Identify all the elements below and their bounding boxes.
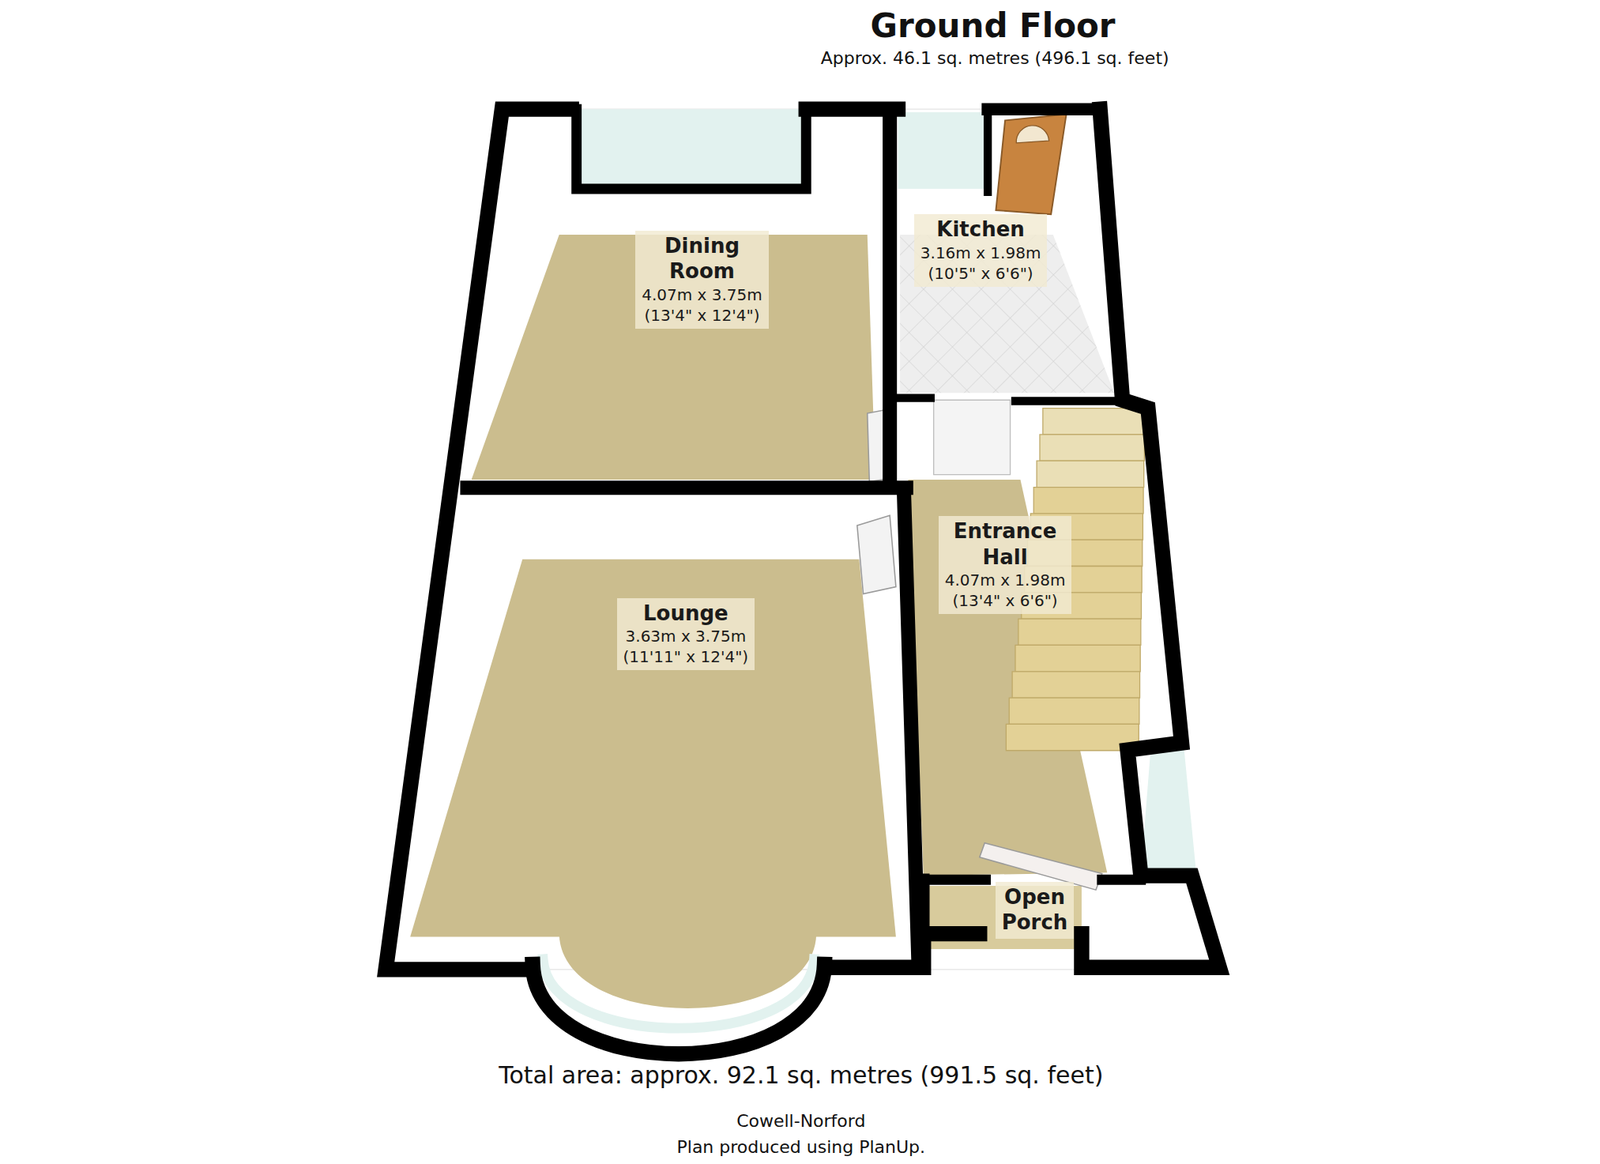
wall	[917, 879, 930, 968]
kitchen-floor	[899, 234, 1115, 393]
stair-step	[1036, 460, 1145, 487]
room-label: Dining Room4.07m x 3.75m(13'4" x 12'4")	[635, 230, 769, 329]
note-label: Cowell-Norford	[736, 1110, 866, 1131]
room-dimension: 4.07m x 1.98m	[944, 569, 1066, 591]
room-label: Lounge3.63m x 3.75m(11'11" x 12'4")	[617, 598, 756, 671]
room-label: Kitchen3.16m x 1.98m(10'5" x 6'6")	[914, 214, 1048, 287]
window	[897, 112, 988, 189]
note-label: Plan produced using PlanUp.	[677, 1136, 927, 1157]
stair-step	[1033, 487, 1144, 514]
wall	[576, 109, 807, 189]
wall	[897, 393, 930, 402]
wall	[923, 874, 987, 885]
door-panel	[933, 399, 1011, 475]
room-name: Kitchen	[920, 216, 1042, 243]
wall	[987, 102, 1100, 115]
wall	[903, 496, 919, 960]
room-dimension: 3.16m x 1.98m	[920, 242, 1042, 264]
stair-step	[1039, 434, 1145, 461]
stair-step	[1012, 671, 1140, 698]
wall	[1102, 874, 1141, 885]
wall	[1081, 109, 1220, 968]
back-door	[995, 114, 1066, 215]
note-label: Approx. 46.1 sq. metres (496.1 sq. feet)	[820, 48, 1170, 68]
stair-step	[1018, 618, 1141, 645]
wall	[824, 933, 979, 968]
stair-step	[1005, 723, 1139, 750]
window	[576, 109, 807, 189]
wall	[983, 109, 992, 192]
room-dimension: 3.63m x 3.75m	[623, 625, 750, 647]
room-name: Dining Room	[664, 233, 740, 285]
stair-step	[1008, 697, 1140, 724]
room-name: Lounge	[623, 600, 750, 627]
radiator	[857, 515, 896, 594]
interior	[385, 109, 1220, 970]
stair-step	[1042, 408, 1145, 435]
room-name: Entrance Hall	[953, 518, 1058, 570]
room-label: Open Porch	[995, 881, 1075, 939]
total-area: Total area: approx. 92.1 sq. metres (991…	[498, 1061, 1104, 1089]
room-dimension: 4.07m x 3.75m	[641, 284, 763, 305]
wall	[466, 480, 906, 495]
window	[1140, 745, 1197, 874]
room-dimension: (13'4" x 12'4")	[641, 304, 763, 326]
bay-window	[542, 959, 815, 1028]
bay-floor	[559, 934, 817, 1009]
room-label: Entrance Hall4.07m x 1.98m(13'4" x 6'6")	[938, 515, 1073, 614]
lounge-floor	[410, 559, 896, 938]
plan-title: Ground Floor	[870, 6, 1116, 46]
room-dimension: (11'11" x 12'4")	[623, 646, 750, 667]
door-glass	[1016, 125, 1049, 144]
wall	[882, 109, 897, 480]
room-dimension: (10'5" x 6'6")	[920, 263, 1042, 284]
room-name: Open Porch	[1001, 884, 1069, 936]
stair-step	[1015, 644, 1141, 671]
wall	[1015, 396, 1123, 405]
room-dimension: (13'4" x 6'6")	[944, 590, 1066, 611]
bay-wall	[532, 963, 825, 1054]
wall	[385, 109, 572, 970]
